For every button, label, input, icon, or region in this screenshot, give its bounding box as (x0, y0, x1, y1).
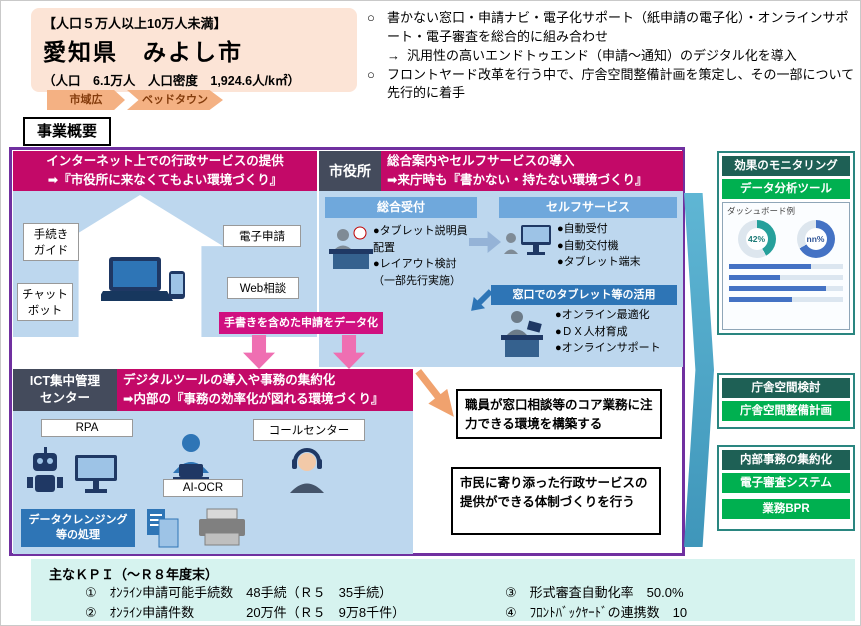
ict-header-line1: デジタルツールの導入や事務の集約化 (123, 372, 336, 387)
intro-bullets: ○ 書かない窓口・申請ナビ・電子化サポート（紙申請の電子化）・オンラインサポート… (367, 9, 857, 103)
bullet-text: フロントヤード改革を行う中で、庁舎空間整備計画を策定し、その一部について先行的に… (387, 66, 855, 101)
selfservice-bullet: ●自動交付機 (557, 239, 619, 252)
business-bpr: 業務BPR (722, 499, 850, 519)
internet-header-line2: ➡『市役所に来なくてもよい環境づくり』 (47, 173, 283, 187)
intro-bullet-1: ○ 書かない窓口・申請ナビ・電子化サポート（紙申請の電子化）・オンラインサポート… (367, 9, 857, 47)
reception-header: 総合受付 (325, 197, 477, 218)
reception-bullets: ●タブレット説明員配置 ●レイアウト検討（一部先行実施） (373, 223, 477, 289)
kpi-item-3: ③ 形式審査自動化率 50.0% (505, 585, 684, 600)
counter-bullet: ●オンライン最適化 (555, 309, 650, 321)
cityhall-section-header: 総合案内やセルフサービスの導入 ➡来庁時も『書かない・持たない環境づくり』 (381, 151, 683, 191)
label-data-cleansing: データクレンジング等の処理 (21, 509, 135, 547)
intro-bullet-3: ○ フロントヤード改革を行う中で、庁舎空間整備計画を策定し、その一部について先行… (367, 66, 857, 104)
tablet-counter-banner: 窓口でのタブレット等の活用 (491, 285, 677, 305)
bullet-marker: ○ (367, 66, 375, 82)
reception-staff-icon (329, 226, 373, 269)
e-review-system: 電子審査システム (722, 473, 850, 493)
selfservice-kiosk-icon (504, 225, 551, 255)
robot-icon (27, 447, 63, 492)
intro-bullet-2: → 汎用性の高いエンドトゥエンド（申請〜通知）のデジタル化を導入 (387, 47, 857, 66)
space-panel: 庁舎空間検討 庁舎空間整備計画 (717, 373, 855, 429)
counter-bullets: ●オンライン最適化 ●ＤＸ人材育成 ●オンラインサポート (555, 307, 675, 357)
counter-bullet: ●オンラインサポート (555, 342, 661, 354)
printer-icon (199, 508, 245, 546)
cityhall-header-line1: 総合案内やセルフサービスの導入 (387, 153, 575, 168)
monitor-icon (75, 455, 117, 493)
label-procedure-guide: 手続き ガイド (23, 223, 79, 261)
kpi-item-4: ④ ﾌﾛﾝﾄﾊﾞｯｸﾔｰﾄﾞの連携数 10 (505, 604, 688, 620)
selfservice-header: セルフサービス (499, 197, 677, 218)
space-plan: 庁舎空間整備計画 (722, 401, 850, 421)
ict-header-line2: ➡内部の『事務の効率化が図れる環境づくり』 (123, 392, 384, 406)
laptop-and-phone-icon (101, 257, 185, 301)
data-analysis-tool: データ分析ツール (722, 179, 850, 199)
callout-staff: 職員が窓口相談等のコア業務に注力できる環境を構築する (456, 389, 662, 439)
kpi-item-2: ② ｵﾝﾗｲﾝ申請件数 20万件（Ｒ５ 9万8千件） (85, 604, 406, 620)
ict-center-title: ICT集中管理 センター (13, 369, 117, 411)
selfservice-bullets: ●自動受付 ●自動交付機 ●タブレット端末 (557, 221, 675, 271)
label-callcenter: コールセンター (253, 419, 365, 441)
internet-section-header: インターネット上での行政サービスの提供 ➡『市役所に来なくてもよい環境づくり』 (13, 151, 317, 191)
ict-section-body: RPA コールセンター AI-OCR (13, 411, 413, 554)
dashboard-example: ダッシュボード例 42% nn% (722, 202, 850, 330)
cityhall-header-line2: ➡来庁時も『書かない・持たない環境づくり』 (387, 173, 648, 187)
donut-value: nn% (806, 234, 825, 244)
reception-bullet: ●レイアウト検討（一部先行実施） (373, 258, 461, 287)
monitoring-panel: 効果のモニタリング データ分析ツール ダッシュボード例 42% nn% (717, 151, 855, 335)
label-web-consult: Web相談 (227, 277, 299, 299)
city-info-box: 【人口５万人以上10万人未満】 愛知県 みよし市 （人口 6.1万人 人口密度 … (31, 8, 357, 92)
bullet-marker: ○ (367, 10, 375, 25)
documents-icon (147, 509, 179, 548)
selfservice-bullet: ●タブレット端末 (557, 256, 641, 268)
section-label-overview: 事業概要 (23, 117, 111, 146)
dashboard-caption: ダッシュボード例 (727, 206, 796, 216)
tag-bedtown: ベッドタウン (127, 90, 223, 110)
label-rpa: RPA (41, 419, 133, 437)
counter-bullet: ●ＤＸ人材育成 (555, 325, 628, 338)
internet-section-body: 手続き ガイド 電子申請 チャット ボット Web相談 (13, 191, 317, 337)
space-title: 庁舎空間検討 (722, 378, 850, 398)
kpi-panel: 主なＫＰＩ（〜Ｒ８年度末） ① ｵﾝﾗｲﾝ申請可能手続数 48手続（Ｒ５ 35手… (31, 559, 855, 621)
city-stats: （人口 6.1万人 人口密度 1,924.6人/k㎡） (43, 74, 301, 88)
city-name: 愛知県 みよし市 (43, 39, 243, 65)
label-chatbot: チャット ボット (17, 283, 73, 321)
arrow-marker: → (387, 47, 400, 63)
handwriting-data-banner: 手書きを含めた申請をデータ化 (219, 312, 383, 334)
kpi-item-1: ① ｵﾝﾗｲﾝ申請可能手続数 48手続（Ｒ５ 35手続） (85, 585, 393, 600)
donut-value: 42% (747, 234, 765, 244)
internal-title: 内部事務の集約化 (722, 450, 850, 470)
kpi-heading: 主なＫＰＩ（〜Ｒ８年度末） (49, 567, 219, 582)
dashboard-donuts: 42% nn% (727, 220, 845, 258)
cityhall-title: 市役所 (319, 151, 381, 191)
counter-tablet-person-icon (501, 311, 543, 357)
kpi-grid: ① ｵﾝﾗｲﾝ申請可能手続数 48手続（Ｒ５ 35手続） ③ 形式審査自動化率 … (85, 583, 841, 622)
label-e-application: 電子申請 (223, 225, 301, 247)
label-aiocr: AI-OCR (163, 479, 243, 497)
cityhall-section-body: 総合受付 セルフサービス ●タブレット説明員配置 ●レイアウト検討（一部先行実施… (319, 191, 683, 367)
monitoring-title: 効果のモニタリング (722, 156, 850, 176)
callcenter-operator-icon (290, 448, 324, 493)
dashboard-bars (727, 264, 845, 302)
internet-header-line1: インターネット上での行政サービスの提供 (46, 153, 284, 168)
flow-chevron (684, 193, 714, 547)
bullet-text: 汎用性の高いエンドトゥエンド（申請〜通知）のデジタル化を導入 (407, 47, 797, 63)
internal-panel: 内部事務の集約化 電子審査システム 業務BPR (717, 445, 855, 531)
selfservice-bullet: ●自動受付 (557, 223, 608, 235)
population-category: 【人口５万人以上10万人未満】 (43, 16, 227, 31)
donut-chart-1: 42% (737, 220, 776, 258)
donut-chart-2: nn% (796, 220, 835, 258)
tag-wide-area: 市域広 (47, 90, 125, 110)
bullet-text: 書かない窓口・申請ナビ・電子化サポート（紙申請の電子化）・オンラインサポート・電… (387, 10, 849, 44)
ict-section-header: デジタルツールの導入や事務の集約化 ➡内部の『事務の効率化が図れる環境づくり』 (117, 369, 413, 411)
reception-bullet: ●タブレット説明員配置 (373, 225, 468, 254)
callout-citizen: 市民に寄り添った行政サービスの提供ができる体制づくりを行う (451, 467, 661, 535)
ai-ocr-operator-icon (173, 434, 209, 480)
